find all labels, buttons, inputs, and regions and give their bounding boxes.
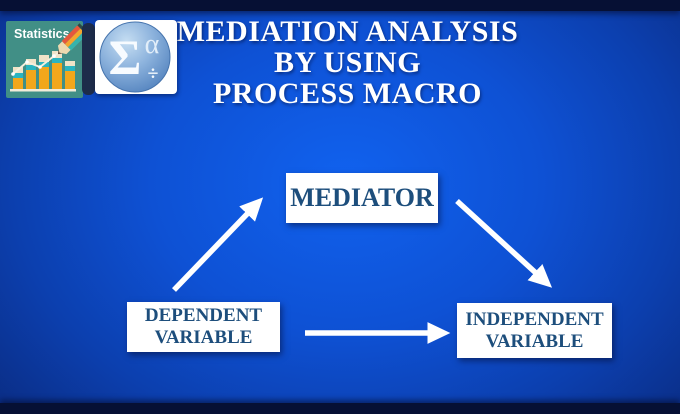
sigma-circle-icon: Σ α ÷ <box>99 21 171 93</box>
divide-glyph: ÷ <box>148 63 159 85</box>
node-dependent-variable: DEPENDENT VARIABLE <box>127 302 280 352</box>
mediator-label: MEDIATOR <box>290 183 434 212</box>
logo-divider-pill <box>82 23 95 95</box>
statistics-logo: Statistics <box>6 21 89 98</box>
statistics-logo-label: Statistics <box>14 27 70 41</box>
alpha-glyph: α <box>145 29 160 60</box>
top-letterbox-bar <box>0 0 680 11</box>
bar-chart-icon <box>13 51 75 89</box>
node-independent-variable: INDEPENDENT VARIABLE <box>457 303 612 358</box>
arrow-mediator-to-independent <box>455 198 553 288</box>
statistics-chart-icon: Statistics <box>6 21 89 98</box>
spss-logo: Σ α ÷ <box>95 20 177 94</box>
independent-label-line-2: VARIABLE <box>485 330 584 352</box>
trend-line-icon <box>11 46 67 76</box>
arrow-dependent-to-mediator <box>172 197 264 292</box>
bottom-letterbox-bar <box>0 403 680 414</box>
page-title: MEDIATION ANALYSIS BY USING PROCESS MACR… <box>150 16 545 109</box>
title-line-3: PROCESS MACRO <box>212 77 482 110</box>
dependent-label-line-1: DEPENDENT <box>144 305 263 326</box>
dependent-label-line-2: VARIABLE <box>154 327 253 348</box>
title-line-2: BY USING <box>273 46 422 79</box>
independent-label-line-1: INDEPENDENT <box>465 308 604 330</box>
sigma-glyph: Σ <box>109 29 142 85</box>
node-mediator: MEDIATOR <box>286 173 438 223</box>
title-line-1: MEDIATION ANALYSIS <box>176 15 519 48</box>
